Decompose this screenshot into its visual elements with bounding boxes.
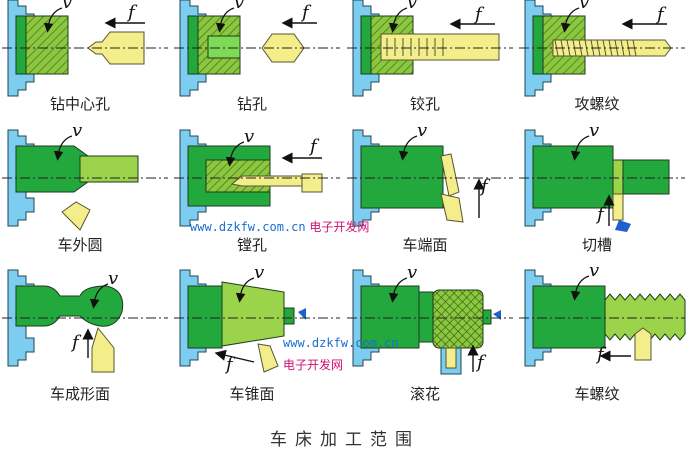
speed-symbol-v: v [108,268,118,289]
threaded-surface [604,293,686,341]
form-tool [91,326,115,373]
operation-label-turn-od: 车外圆 [57,236,103,254]
operation-label-face: 车端面 [402,236,448,254]
rotation-arrow-icon [570,135,590,161]
tailstock-center [298,308,306,320]
rotation-arrow-icon [43,7,63,33]
workpiece [15,285,124,327]
operation-bore: fv [174,126,340,227]
workpiece-end [360,15,372,75]
operation-form: fv [2,268,168,373]
speed-symbol-v: v [407,262,417,283]
tool-tip [615,220,631,232]
speed-symbol-v: v [589,260,599,281]
turning-tool [61,201,91,231]
operation-label-center-drill: 钻中心孔 [49,95,111,113]
operation-taper: fv [174,262,340,375]
operation-label-drill: 钻孔 [236,95,268,113]
tapered-surface [221,281,285,347]
operation-center-drill: fv [2,0,168,97]
reamer-tool [380,33,500,61]
operation-label-knurl: 滚花 [409,385,441,403]
diagram-title: 车床加工范围 [270,430,420,450]
workpiece-step [418,291,434,343]
operation-face: fv [347,120,513,227]
workpiece [532,285,606,349]
feed-arrow-icon [214,349,255,363]
feed-symbol-f: f [70,332,82,353]
speed-symbol-v: v [417,120,427,141]
tool-shank [440,193,464,223]
workpiece [360,145,444,209]
rotation-arrow-icon [560,7,580,33]
workpiece [532,145,614,209]
rotation-arrow-icon [89,283,109,309]
workpiece-end [187,15,199,75]
knurled-surface [432,289,484,349]
operation-label-form: 车成形面 [49,385,111,403]
rotation-arrow-icon [225,141,245,167]
rotation-arrow-icon [388,277,408,303]
workpiece-end [15,15,27,75]
rotation-arrow-icon [570,275,590,301]
feed-symbol-f: f [479,176,491,197]
taper-tool [257,343,279,373]
facing-tool [440,153,460,197]
speed-symbol-v: v [589,120,599,141]
operation-turn-od: v [2,120,168,231]
threading-tool [634,327,652,361]
operation-thread: fv [519,260,686,367]
rotation-arrow-icon [398,135,418,161]
drilled-hole [207,35,241,59]
operation-ream: fv [347,0,513,97]
operation-drill: fv [174,0,340,97]
operation-label-ream: 铰孔 [409,95,441,113]
groove [612,159,624,195]
speed-symbol-v: v [72,120,82,141]
knurl-wheel [445,347,457,369]
feed-symbol-f: f [308,136,320,157]
watermark: www.dzkfw.com.cn 电子开发网 [283,336,399,372]
operation-label-groove: 切槽 [581,236,613,254]
tool-holder [301,173,323,193]
speed-symbol-v: v [579,0,589,13]
feed-symbol-f: f [473,4,485,25]
workpiece-tip [283,307,295,325]
operation-groove: fv [519,120,685,232]
grooving-tool [612,193,624,221]
operation-label-thread: 车螺纹 [574,385,620,403]
feed-symbol-f: f [300,2,312,23]
rotation-arrow-icon [53,135,73,161]
watermark: www.dzkfw.com.cn 电子开发网 [190,220,370,234]
operation-label-tap: 攻螺纹 [574,95,620,113]
speed-symbol-v: v [407,0,417,13]
speed-symbol-v: v [244,126,254,147]
rotation-arrow-icon [388,7,408,33]
workpiece-end [532,15,544,75]
operation-tap: fv [519,0,685,97]
feed-symbol-f: f [126,2,138,23]
speed-symbol-v: v [234,0,244,13]
speed-symbol-v: v [62,0,72,13]
rotation-arrow-icon [235,277,255,303]
operation-label-bore: 镗孔 [236,236,268,254]
rotation-arrow-icon [215,7,235,33]
workpiece-tip [482,309,492,325]
speed-symbol-v: v [254,262,264,283]
workpiece [187,285,223,349]
operation-label-taper: 车锥面 [229,385,275,403]
feed-symbol-f: f [655,4,667,25]
feed-symbol-f: f [475,352,487,373]
